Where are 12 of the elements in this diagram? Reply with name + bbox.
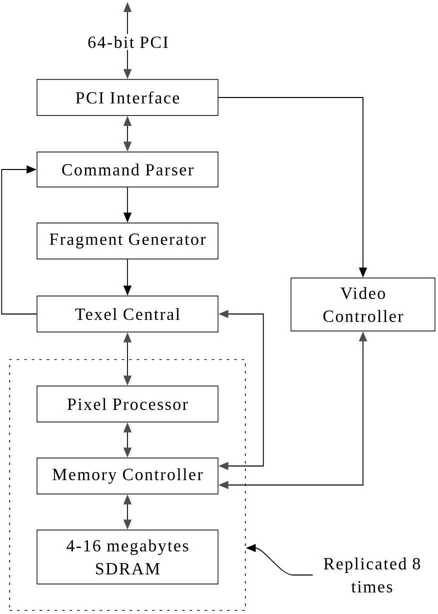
block-box: Texel Central: [36, 296, 218, 332]
edge-label: 64-bit PCI: [86, 34, 170, 50]
block-box: PCI Interface: [36, 79, 218, 116]
block-box: Fragment Generator: [36, 222, 218, 260]
annotation-text: Replicated 8 times: [324, 558, 420, 592]
block-box: 4-16 megabytes SDRAM: [36, 530, 218, 584]
block-box: Command Parser: [36, 152, 218, 188]
dotted-box: [9, 359, 246, 611]
block-box: Memory Controller: [36, 458, 218, 494]
block-box: Video Controller: [290, 278, 436, 332]
arrow: [1, 165, 38, 314]
block-box: Pixel Processor: [36, 386, 218, 422]
